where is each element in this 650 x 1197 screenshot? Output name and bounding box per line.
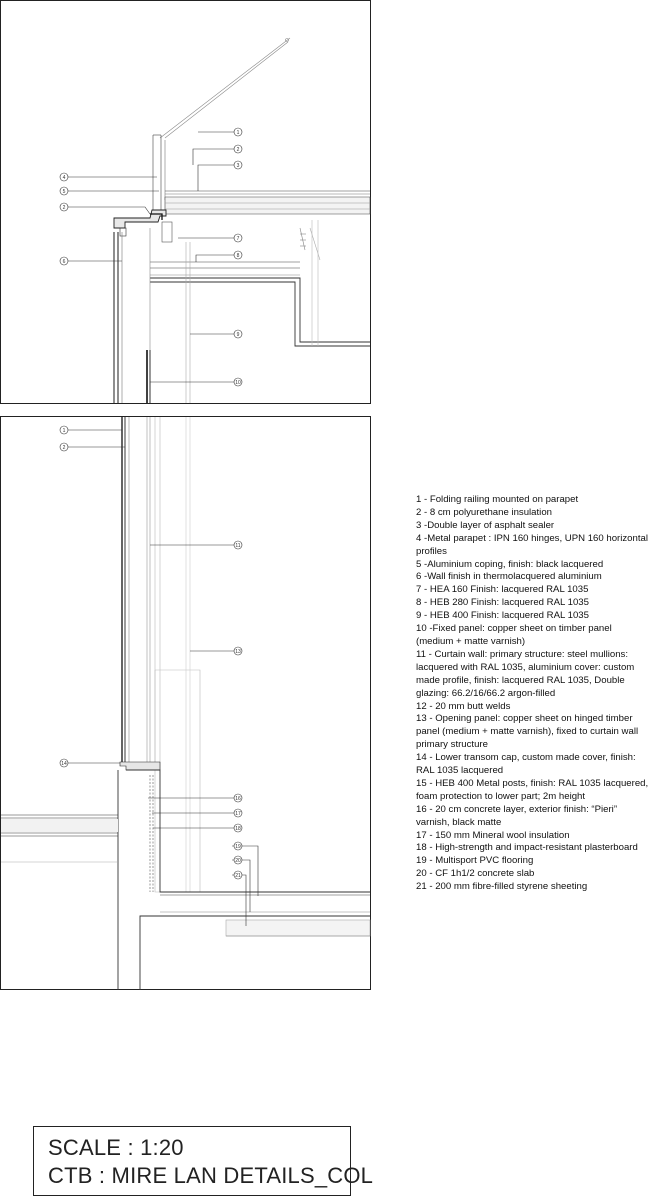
bottom-detail bbox=[1, 417, 371, 990]
legend-item: 13 - Opening panel: copper sheet on hing… bbox=[416, 713, 639, 751]
bottom-leaders bbox=[68, 429, 259, 926]
legend-item: 1 - Folding railing mounted on parapet bbox=[416, 494, 579, 505]
callout-number: 19 bbox=[235, 844, 241, 850]
legend-item: 4 -Metal parapet : IPN 160 hinges, UPN 1… bbox=[416, 532, 648, 557]
callout-number: 16 bbox=[235, 796, 241, 802]
legend-item: 20 - CF 1h1/2 concrete slab bbox=[416, 868, 535, 880]
legend-item: 17 - 150 mm Mineral wool insulation bbox=[416, 829, 570, 841]
callout-number: 8 bbox=[237, 253, 240, 259]
callout-number: 14 bbox=[61, 761, 67, 767]
callout-number: 11 bbox=[235, 543, 240, 549]
legend-item: 15 - HEB 400 Metal posts, finish: RAL 10… bbox=[416, 777, 649, 802]
scale-label: SCALE : 1:20 bbox=[48, 1135, 184, 1160]
bottom-callout-circles bbox=[59, 425, 243, 880]
callout-number: 13 bbox=[235, 649, 241, 655]
legend-item: 6 -Wall finish in thermolacquered alumin… bbox=[416, 571, 602, 583]
legend-item: 21 - 200 mm fibre-filled styrene sheetin… bbox=[416, 881, 588, 893]
top-callout-circles bbox=[59, 127, 243, 387]
callout-number: 7 bbox=[237, 236, 240, 242]
top-leaders bbox=[68, 131, 234, 383]
legend-item: 10 -Fixed panel: copper sheet on timber … bbox=[416, 623, 612, 647]
legend-item: 18 - High-strength and impact-resistant … bbox=[416, 842, 638, 854]
bottom-callout-numbers: 1 2 11 13 16 17 18 14 19 20 21 bbox=[61, 428, 241, 879]
drawing-title: CTB : MIRE LAN DETAILS_COL bbox=[48, 1163, 374, 1188]
callout-number: 21 bbox=[235, 873, 241, 879]
legend-item: 9 - HEB 400 Finish: lacquered RAL 1035 bbox=[416, 610, 589, 622]
legend-item: 8 - HEB 280 Finish: lacquered RAL 1035 bbox=[416, 597, 589, 609]
legend-item: 7 - HEA 160 Finish: lacquered RAL 1035 bbox=[416, 584, 589, 596]
callout-number: 1 bbox=[63, 428, 66, 434]
callout-number: 2 bbox=[63, 205, 66, 211]
callout-number: 1 bbox=[237, 130, 240, 136]
top-callout-numbers: 1 2 3 4 5 2 7 6 8 9 10 bbox=[63, 130, 241, 386]
callout-number: 10 bbox=[235, 380, 241, 386]
legend-item: 12 - 20 mm butt welds bbox=[416, 700, 511, 712]
callout-number: 2 bbox=[237, 147, 240, 153]
callout-number: 4 bbox=[63, 175, 66, 181]
callout-number: 18 bbox=[235, 826, 241, 832]
callout-number: 5 bbox=[63, 189, 66, 195]
legend-item: 5 -Aluminium coping, finish: black lacqu… bbox=[416, 558, 604, 570]
callout-number: 17 bbox=[235, 811, 241, 817]
legend-item: 19 - Multisport PVC flooring bbox=[416, 855, 534, 867]
legend-item: 11 - Curtain wall: primary structure: st… bbox=[416, 648, 635, 699]
top-detail bbox=[113, 37, 371, 403]
legend-item: 14 - Lower transom cap, custom made cove… bbox=[416, 752, 636, 777]
title-block: SCALE : 1:20 CTB : MIRE LAN DETAILS_COL bbox=[33, 1126, 373, 1196]
callout-number: 20 bbox=[235, 858, 241, 864]
callout-number: 3 bbox=[237, 163, 240, 169]
legend-item: 16 - 20 cm concrete layer, exterior fini… bbox=[416, 803, 618, 828]
legend-item: 3 -Double layer of asphalt sealer bbox=[416, 519, 555, 531]
callout-number: 2 bbox=[63, 445, 66, 451]
bottom-panel-frame bbox=[0, 416, 371, 990]
callout-number: 9 bbox=[237, 332, 240, 338]
callout-number: 6 bbox=[63, 259, 66, 265]
legend-item: 2 - 8 cm polyurethane insulation bbox=[416, 506, 552, 518]
top-panel-frame bbox=[0, 0, 371, 404]
